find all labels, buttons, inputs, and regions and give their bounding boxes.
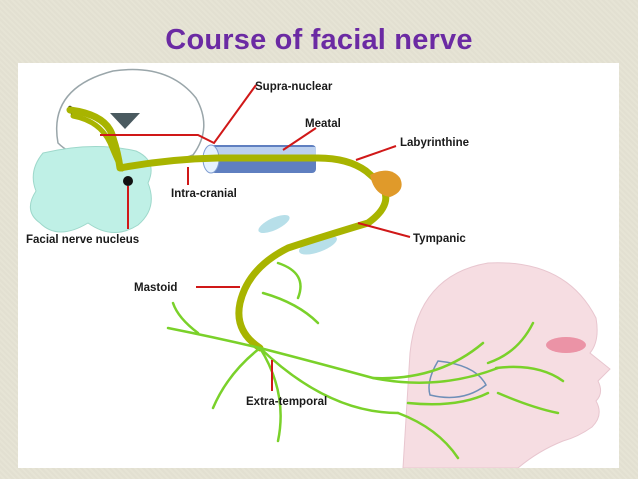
- label-labyrinthine: Labyrinthine: [400, 137, 469, 149]
- label-facial-nerve-nucleus: Facial nerve nucleus: [26, 234, 139, 246]
- brain-ventricle: [110, 113, 140, 129]
- nerve-branches: [166, 261, 565, 460]
- label-meatal: Meatal: [305, 118, 341, 130]
- label-mastoid: Mastoid: [134, 282, 177, 294]
- label-extra-temporal: Extra-temporal: [246, 396, 327, 408]
- leader-lines: [100, 84, 411, 391]
- face-profile: [402, 262, 611, 468]
- brainstem: [29, 146, 152, 233]
- meatus-cylinder-highlight: [211, 147, 316, 156]
- label-intra-cranial: Intra-cranial: [171, 188, 237, 200]
- face-eye: [546, 337, 586, 353]
- diagram-panel: Supra-nuclear Meatal Labyrinthine Intra-…: [18, 63, 619, 468]
- face-ear-outline: [428, 360, 487, 399]
- cochlea-shape: [299, 235, 337, 255]
- semicircular-canal: [258, 214, 290, 234]
- geniculate-ganglion: [370, 170, 402, 197]
- facial-nerve-upper-root: [70, 113, 125, 172]
- label-supra-nuclear: Supra-nuclear: [255, 81, 333, 93]
- label-tympanic: Tympanic: [413, 233, 466, 245]
- facial-nerve-diagram: Supra-nuclear Meatal Labyrinthine Intra-…: [26, 68, 611, 468]
- slide-title: Course of facial nerve: [165, 24, 473, 56]
- facial-nerve-nucleus-dot: [123, 176, 133, 186]
